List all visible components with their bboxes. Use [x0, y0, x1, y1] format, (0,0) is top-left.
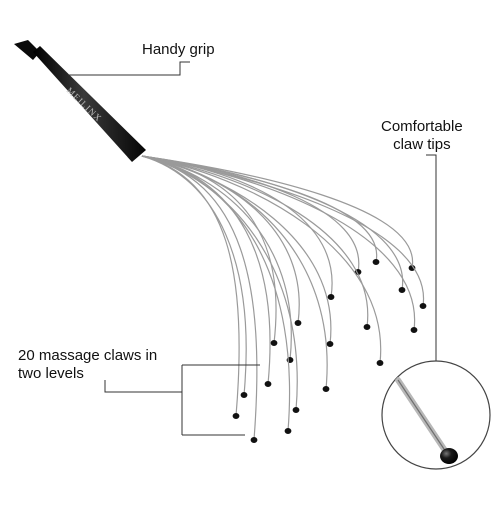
claw-tip — [286, 357, 294, 363]
claw-tip — [376, 360, 384, 366]
claw-tip — [240, 392, 248, 398]
claw-tip — [292, 407, 300, 413]
claw-tip — [327, 294, 335, 300]
grip-callout-line — [68, 61, 190, 76]
claw-tip — [419, 303, 427, 309]
claw-wire — [141, 155, 424, 307]
claw-wire — [141, 155, 382, 364]
zoom-ball-tip — [440, 448, 458, 464]
handle: MEILINX — [14, 40, 146, 162]
claw-wire — [141, 155, 258, 441]
claw-tip — [410, 327, 418, 333]
claw-tip — [270, 340, 278, 346]
callout-massage-claws: 20 massage claws in two levels — [18, 347, 157, 383]
callout-tips-line2: claw tips — [393, 136, 451, 153]
claw-tip — [264, 381, 272, 387]
massage-claws — [141, 155, 427, 443]
claw-wire — [141, 155, 271, 385]
claw-tip — [294, 320, 302, 326]
callout-handy-grip: Handy grip — [142, 41, 215, 59]
callout-lines — [68, 61, 437, 436]
claw-wire — [141, 155, 247, 396]
callout-claws-line1: 20 massage claws in — [18, 347, 158, 364]
handle-cap — [14, 40, 40, 60]
claw-wire — [141, 155, 416, 331]
claw-wire — [141, 155, 369, 328]
claw-tip — [250, 437, 258, 443]
claw-wire — [141, 155, 240, 417]
claw-tip — [326, 341, 334, 347]
claw-tip — [372, 259, 380, 265]
claw-tip — [232, 413, 240, 419]
handle-grip — [33, 46, 146, 162]
claw-wire — [141, 155, 328, 390]
claw-wire — [141, 155, 404, 291]
claw-wire — [141, 155, 291, 432]
claw-tip — [322, 386, 330, 392]
tips-callout-line — [426, 154, 437, 362]
claws-callout-line — [104, 380, 182, 393]
zoom-circle — [381, 360, 491, 470]
claw-wire — [141, 155, 332, 345]
claw-tip — [398, 287, 406, 293]
callout-claws-line2: two levels — [18, 365, 84, 382]
claw-tip — [363, 324, 371, 330]
claw-tip — [284, 428, 292, 434]
tip-zoom-inset — [381, 360, 491, 470]
callout-claw-tips: Comfortable claw tips — [381, 118, 463, 154]
callout-tips-line1: Comfortable — [381, 118, 463, 135]
callout-grip-text: Handy grip — [142, 41, 215, 58]
